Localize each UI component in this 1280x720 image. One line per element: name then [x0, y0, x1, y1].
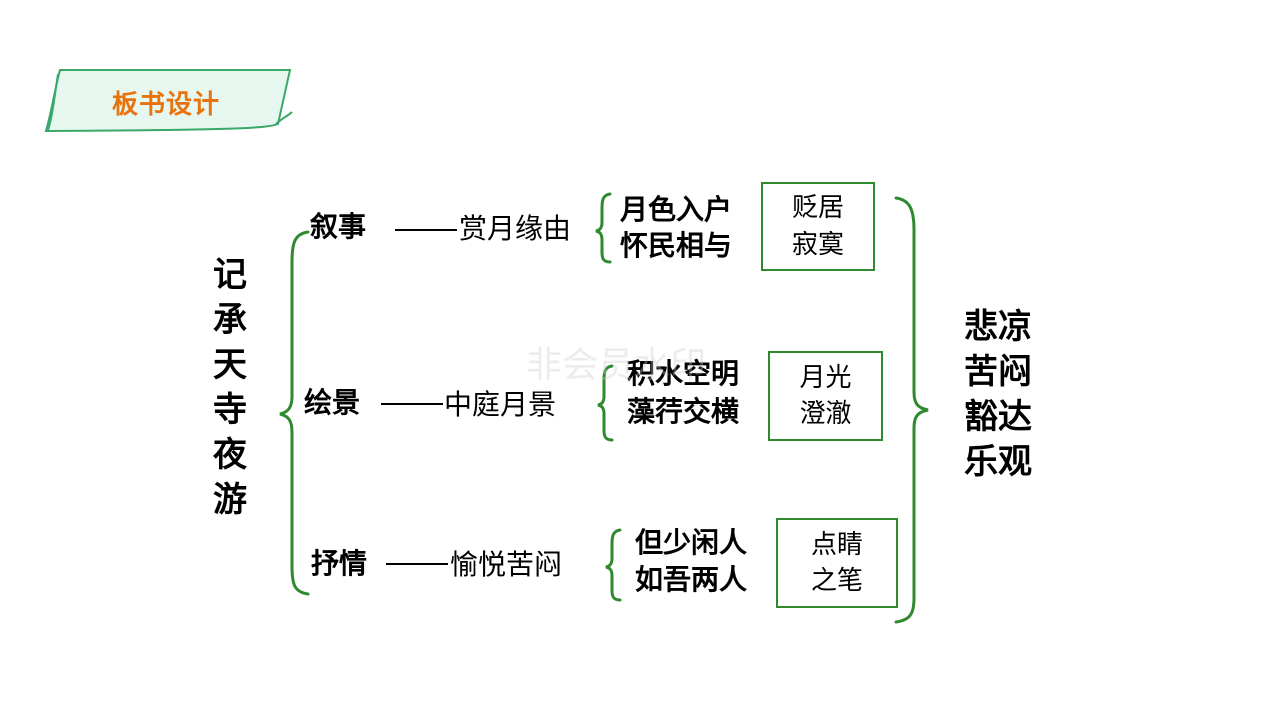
quote-brace-2: [597, 364, 614, 442]
box-line: 寂寞: [791, 229, 844, 260]
quote-brace-1: [595, 192, 612, 264]
quote-line-2b: 藻荇交横: [627, 395, 740, 428]
quote-line-1b: 怀民相与: [620, 229, 733, 262]
title-char: 寺: [213, 390, 247, 430]
section-label-2: 绘景: [304, 386, 361, 419]
main-right-brace: [894, 196, 929, 624]
theme-line: 乐观: [964, 442, 1032, 482]
section-dash-1: [395, 229, 457, 231]
title-char: 记: [213, 255, 247, 295]
title-char: 夜: [213, 435, 247, 475]
section-label-1: 叙事: [310, 210, 367, 243]
section-dash-3: [386, 563, 448, 565]
main-left-brace: [279, 230, 310, 596]
section-label-3: 抒情: [311, 547, 368, 580]
theme-line: 悲凉: [964, 307, 1032, 347]
quote-line-3a: 但少闲人: [635, 526, 748, 559]
watermark: 非会员水印: [526, 345, 707, 386]
box-line: 澄澈: [799, 399, 852, 429]
title-char: 承: [213, 300, 247, 340]
section-dash-2: [381, 403, 443, 405]
summary-box-2: 月光 澄澈: [768, 351, 883, 441]
theme-line: 苦闷: [964, 352, 1032, 392]
box-line: 月光: [799, 362, 852, 393]
title-char: 天: [213, 345, 247, 385]
quote-line-3b: 如吾两人: [635, 563, 748, 596]
title-char: 游: [213, 480, 247, 520]
box-line: 点睛: [810, 529, 863, 560]
quote-line-1a: 月色入户: [620, 193, 733, 226]
header-tab-label: 板书设计: [112, 90, 221, 120]
theme-line: 豁达: [964, 397, 1032, 437]
summary-box-1: 贬居 寂寞: [761, 182, 875, 271]
section-desc-3: 愉悦苦闷: [450, 548, 563, 581]
section-desc-1: 赏月缘由: [459, 212, 572, 245]
summary-box-3: 点睛 之笔: [776, 518, 898, 608]
box-line: 之笔: [810, 566, 863, 596]
quote-brace-3: [605, 528, 622, 602]
box-line: 贬居: [791, 193, 844, 224]
quote-line-2a: 积水空明: [627, 357, 740, 390]
section-desc-2: 中庭月景: [444, 388, 557, 421]
